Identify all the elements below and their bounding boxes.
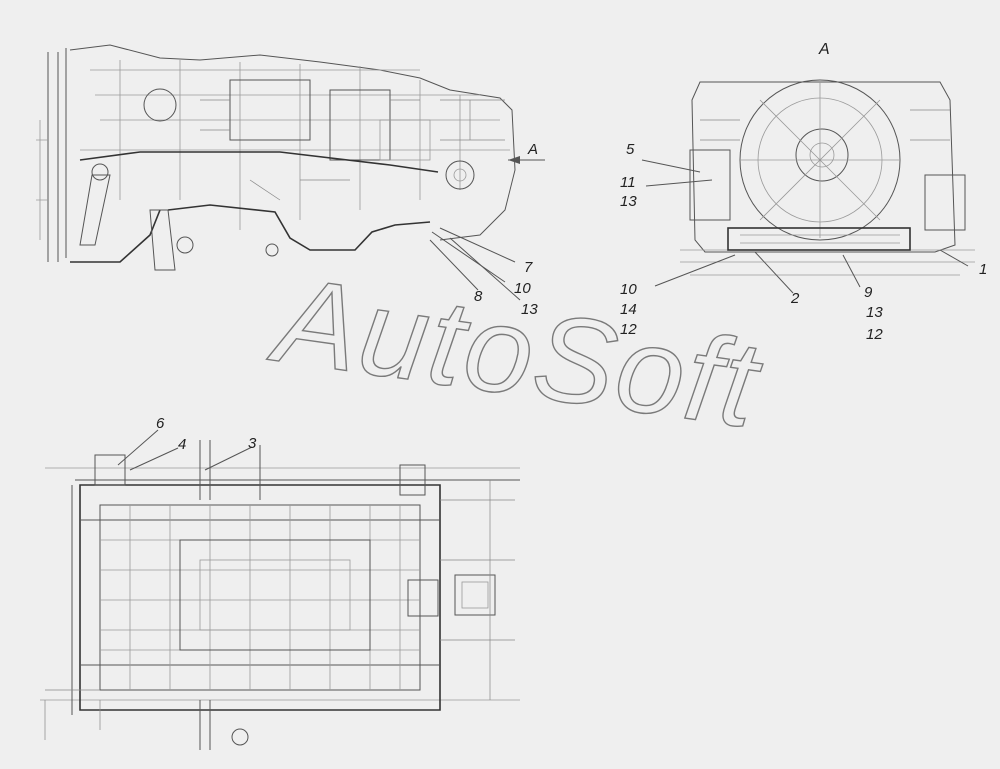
callout-13-view-a-right: 13	[866, 304, 883, 321]
callout-12-view-a-left: 12	[620, 321, 637, 338]
view-a-title: A	[819, 41, 830, 58]
callout-13-side: 13	[521, 301, 538, 318]
plan-view-leaders	[117, 429, 253, 471]
callout-1: 1	[979, 261, 988, 278]
callout-11: 11	[620, 174, 636, 191]
callout-7: 7	[524, 259, 533, 276]
plan-view-drawing	[40, 440, 520, 750]
callout-5: 5	[626, 141, 635, 158]
callout-6: 6	[156, 415, 165, 432]
side-view-drawing	[36, 44, 516, 271]
callout-2: 2	[791, 290, 800, 307]
callout-12-view-a-right: 12	[866, 326, 883, 343]
callout-4: 4	[178, 436, 187, 453]
callout-8: 8	[474, 288, 483, 305]
view-a-leaders	[641, 159, 969, 294]
callout-14: 14	[620, 301, 637, 318]
side-view-leaders	[429, 156, 545, 301]
callout-13-view-a-left: 13	[620, 193, 637, 210]
view-arrow-label: A	[528, 141, 539, 158]
callout-9: 9	[864, 284, 873, 301]
view-a-drawing	[680, 79, 975, 276]
callout-10-view-a: 10	[620, 281, 637, 298]
callout-3: 3	[248, 435, 257, 452]
callout-10-side: 10	[514, 280, 531, 297]
